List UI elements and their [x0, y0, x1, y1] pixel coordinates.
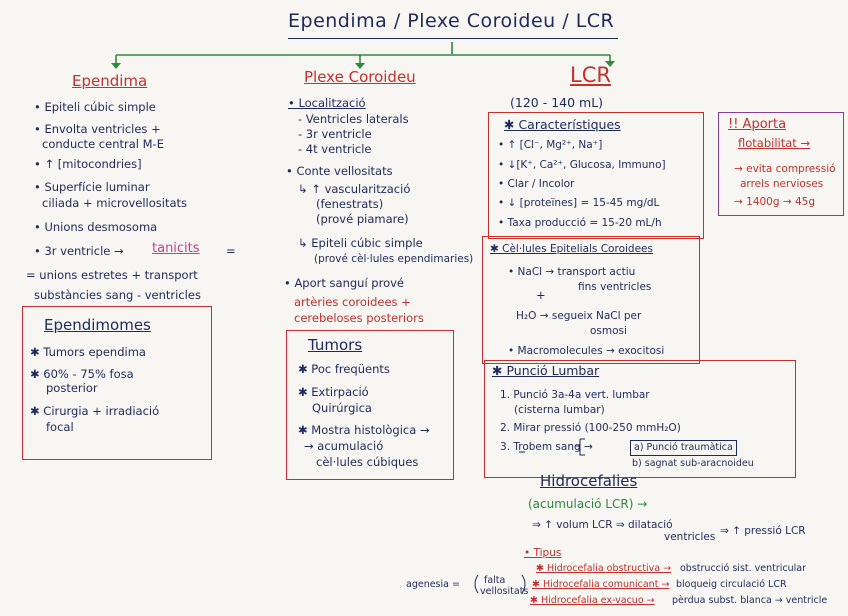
ependimomes-item: ✱ Cirurgia + irradiació [30, 404, 160, 418]
cellules-item: • Macromolecules → exocitosi [508, 345, 665, 357]
ependima-item: • Unions desmosoma [34, 220, 158, 234]
conte-item: (prové cèl·lules ependimaries) [314, 253, 474, 265]
ependimomes-item: ✱ Tumors ependima [30, 345, 146, 359]
caracteristiques-heading: ✱ Característiques [504, 117, 621, 132]
aporta-box [718, 112, 844, 216]
agenesia-vellositats: vellositats [480, 586, 529, 597]
conte-item: ↳ ↑ vascularització [298, 182, 411, 196]
ependima-item: substàncies sang - ventricles [34, 288, 201, 302]
ependima-heading: Ependima [72, 72, 148, 90]
hidro-type: ✱ Hidrocefalia ex-vacuo → [530, 595, 655, 606]
caracteristiques-item: • ↓[K⁺, Ca²⁺, Glucosa, Immuno] [498, 159, 666, 171]
tanicits-label: tanicits [152, 241, 200, 256]
cellules-item: H₂O → segueix NaCl per [516, 310, 642, 322]
puncio-item: (cisterna lumbar) [514, 404, 605, 416]
conte-item: ↳ Epiteli cúbic simple [298, 236, 423, 250]
cellules-item: + [536, 288, 546, 302]
caracteristiques-item: • Clar / Incolor [498, 178, 575, 190]
aport-red: artèries coroidees + [294, 295, 411, 309]
puncio-option-b: b) sagnat sub-aracnoideu [632, 458, 754, 469]
aport-label: • Aport sanguí prové [284, 276, 404, 290]
tumors-item: → acumulació [304, 439, 384, 453]
caracteristiques-item: • ↓ [proteïnes] = 15-45 mg/dL [498, 197, 660, 209]
hidro-type: ✱ Hidrocefalia comunicant → [532, 579, 670, 590]
tumors-item: ✱ Mostra histològica → [298, 423, 430, 437]
ependima-item: • Superfície luminar [34, 180, 150, 194]
cellules-heading: ✱ Cèl·lules Epitelials Coroidees [490, 243, 653, 255]
ependima-item: conducte central M-E [42, 137, 164, 151]
localitzacio-label: • Localització [288, 96, 366, 110]
caracteristiques-item: • Taxa producció = 15-20 mL/h [498, 217, 662, 229]
hidro-effect: ⇒ ↑ volum LCR ⇒ dilatació [532, 519, 673, 531]
ependima-item: = [226, 244, 236, 258]
hidro-cause: bloqueig circulació LCR [676, 579, 787, 590]
ependima-item: • ↑ [mitocondries] [34, 157, 142, 171]
tumors-item: ✱ Extirpació [298, 385, 369, 399]
aporta-sub: flotabilitat → [738, 136, 811, 150]
loc-item: - Ventricles laterals [298, 112, 409, 126]
ependimomes-item: ✱ 60% - 75% fosa [30, 367, 134, 381]
page-title: Ependima / Plexe Coroideu / LCR [288, 10, 615, 32]
tumors-item: Quirúrgica [312, 401, 372, 415]
conte-label: • Conte vellositats [286, 164, 393, 178]
ependima-item: = unions estretes + transport [26, 268, 198, 282]
hidro-tipus: • Tipus [524, 547, 562, 559]
cellules-item: osmosi [590, 325, 627, 337]
hidro-effect-c: ⇒ ↑ pressió LCR [720, 525, 806, 537]
conte-item: (prové piamare) [316, 212, 409, 226]
aporta-item: → evita compressió [734, 163, 836, 175]
puncio-item: 3. Trobem sang → [500, 441, 593, 453]
puncio-option-a: a) Punció traumàtica [630, 440, 737, 456]
cellules-item: fins ventricles [578, 281, 652, 293]
ependima-item: ciliada + microvellositats [42, 196, 188, 210]
hidro-acumulacio: (acumulació LCR) → [528, 497, 648, 511]
loc-item: - 3r ventricle [298, 127, 372, 141]
cellules-item: • NaCl → transport actiu [508, 266, 636, 278]
ependima-item: • Envolta ventricles + [34, 122, 161, 136]
tumors-heading: Tumors [308, 336, 363, 354]
ependima-item: • 3r ventricle → [34, 244, 124, 258]
tumors-item: cèl·lules cúbiques [316, 455, 419, 469]
ependimomes-box [22, 306, 212, 460]
puncio-item: 1. Punció 3a-4a vert. lumbar [500, 389, 650, 401]
agenesia-label: agenesia = [406, 579, 460, 590]
loc-item: - 4t ventricle [298, 142, 372, 156]
aporta-item: → 1400g → 45g [734, 196, 816, 208]
hidrocefalies-heading: Hidrocefalies [540, 472, 638, 490]
ependimomes-heading: Ependimomes [44, 316, 151, 334]
aporta-heading: !! Aporta [728, 117, 787, 132]
puncio-box [484, 360, 796, 478]
caracteristiques-box [488, 112, 704, 239]
aport-red: cerebeloses posteriors [294, 311, 424, 325]
hidro-cause: obstrucció sist. ventricular [680, 563, 807, 574]
ependimomes-item: posterior [46, 381, 98, 395]
caracteristiques-item: • ↑ [Cl⁻, Mg²⁺, Na⁺] [498, 139, 603, 151]
lcr-volume: (120 - 140 mL) [510, 95, 604, 110]
ependimomes-item: focal [46, 420, 74, 434]
tumors-item: ✱ Poc freqüents [298, 362, 390, 376]
ependima-item: • Epiteli cúbic simple [34, 100, 156, 114]
title-underline [288, 38, 618, 39]
hidro-effect-b: ventricles [664, 531, 716, 543]
aporta-item: arrels nervioses [740, 178, 824, 190]
tumors-box [286, 330, 454, 480]
hidro-type: ✱ Hidrocefalia obstructiva → [536, 563, 672, 574]
cellules-box [482, 236, 700, 364]
plexe-heading: Plexe Coroideu [304, 68, 416, 86]
hidro-cause: pèrdua subst. blanca → ventricle [672, 595, 828, 606]
conte-item: (fenestrats) [316, 197, 384, 211]
puncio-heading: ✱ Punció Lumbar [492, 363, 600, 378]
puncio-item: 2. Mirar pressió (100-250 mmH₂O) [500, 422, 681, 434]
agenesia-falta: falta [484, 575, 506, 586]
lcr-heading: LCR [570, 63, 611, 87]
